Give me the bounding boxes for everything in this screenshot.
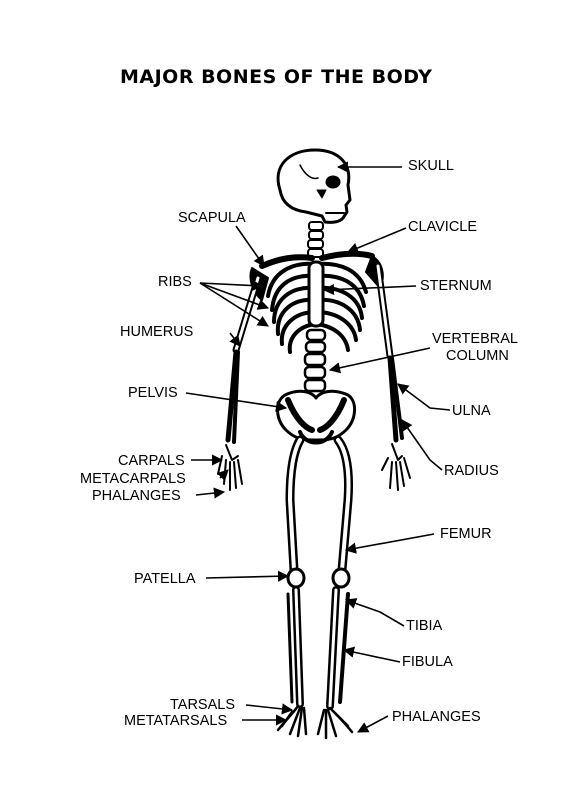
label-pelvis: PELVIS <box>128 385 178 401</box>
diagram-title: MAJOR BONES OF THE BODY <box>120 66 433 88</box>
label-clavicle: CLAVICLE <box>408 219 478 235</box>
leader-lines <box>185 161 451 733</box>
label-vertebral-2: COLUMN <box>446 348 509 364</box>
skeleton <box>217 148 411 740</box>
label-sternum: STERNUM <box>420 278 492 294</box>
label-vertebral-1: VERTEBRAL <box>432 331 518 347</box>
label-patella: PATELLA <box>134 571 196 587</box>
label-fibula: FIBULA <box>402 654 453 670</box>
label-ulna: ULNA <box>452 403 491 419</box>
label-tarsals: TARSALS <box>170 697 236 713</box>
label-phalanges-hand: PHALANGES <box>92 488 181 504</box>
label-metatarsals: METATARSALS <box>124 713 228 729</box>
label-radius: RADIUS <box>444 463 499 479</box>
label-metacarpals: METACARPALS <box>80 471 186 487</box>
label-femur: FEMUR <box>440 526 492 542</box>
label-scapula: SCAPULA <box>178 210 246 226</box>
label-tibia: TIBIA <box>406 618 443 634</box>
label-ribs: RIBS <box>158 274 192 290</box>
pelvis-shape <box>276 389 356 442</box>
label-phalanges-foot: PHALANGES <box>392 709 481 725</box>
label-humerus: HUMERUS <box>120 324 194 340</box>
label-carpals: CARPALS <box>118 453 185 469</box>
label-skull: SKULL <box>408 158 454 174</box>
skull-shape <box>276 148 352 224</box>
